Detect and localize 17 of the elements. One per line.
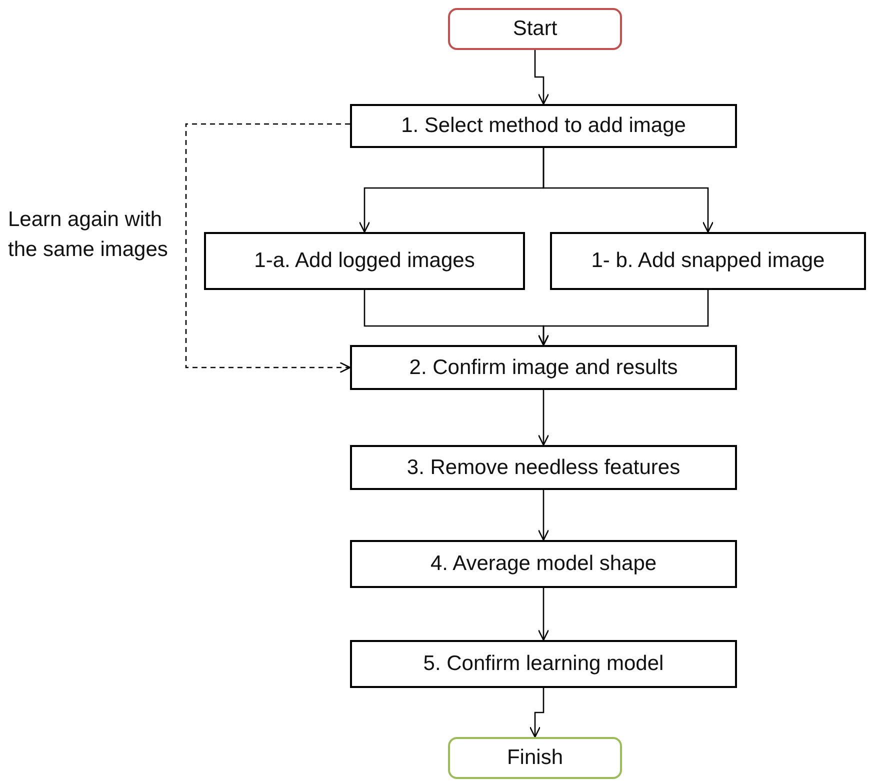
arrow — [542, 148, 714, 233]
terminal-box: Start — [448, 8, 622, 50]
process-box: 3. Remove needless features — [350, 445, 737, 490]
arrow — [534, 50, 550, 105]
arrow — [538, 390, 550, 446]
process-box: 2. Confirm image and results — [350, 345, 737, 390]
process-box: 1. Select method to add image — [350, 104, 737, 148]
process-box: 1- b. Add snapped image — [550, 232, 866, 290]
arrow — [538, 490, 550, 541]
arrow — [538, 290, 709, 346]
arrow — [538, 588, 550, 641]
terminal-box: Finish — [448, 737, 622, 779]
process-box: 4. Average model shape — [350, 540, 737, 588]
arrow — [529, 688, 544, 738]
dashed-arrow — [185, 123, 351, 374]
process-box: 1-a. Add logged images — [204, 232, 525, 290]
process-box: 5. Confirm learning model — [350, 640, 737, 688]
